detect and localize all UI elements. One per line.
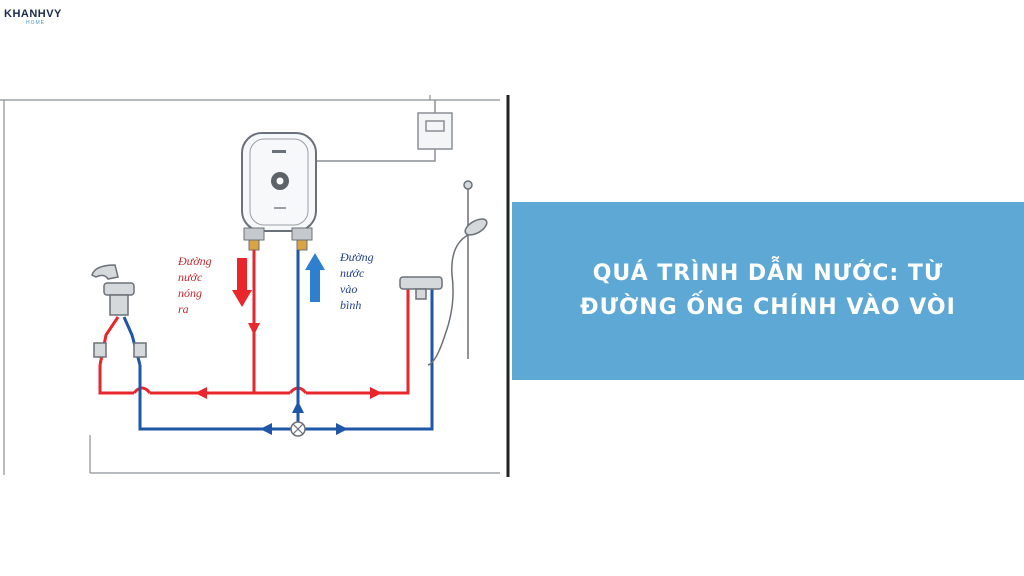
hot-water-label: Đường nước nóng ra	[177, 254, 212, 316]
cold-flow-arrow-icon	[305, 253, 325, 302]
cold-label-line-1: Đường	[339, 250, 374, 264]
hot-label-line-4: ra	[178, 302, 189, 316]
water-heater-icon	[241, 132, 317, 251]
cold-pipe-arrows-icon	[260, 401, 348, 435]
logo-subtitle: HOME	[26, 20, 45, 26]
shower-set-icon	[399, 180, 488, 366]
hot-flow-arrow-icon	[232, 258, 252, 307]
water-heater-diagram: Đường nước nóng ra Đường nước vào bình	[0, 95, 510, 477]
hot-label-line-1: Đường	[177, 254, 212, 268]
room-outline	[0, 95, 500, 475]
hot-label-line-3: nóng	[178, 286, 202, 300]
cold-water-pipe	[122, 250, 434, 431]
hot-label-line-2: nước	[178, 270, 203, 284]
main-valve-icon	[290, 421, 306, 437]
logo-name: KHANHVY	[4, 8, 62, 20]
cold-label-line-2: nước	[340, 266, 365, 280]
title-banner: QUÁ TRÌNH DẪN NƯỚC: TỪ ĐƯỜNG ỐNG CHÍNH V…	[512, 202, 1024, 380]
banner-title: QUÁ TRÌNH DẪN NƯỚC: TỪ ĐƯỜNG ỐNG CHÍNH V…	[580, 261, 956, 320]
cold-label-line-4: bình	[340, 298, 361, 312]
power-switch-icon	[314, 100, 453, 162]
hot-pipe-arrows-icon	[195, 323, 382, 399]
cold-water-label: Đường nước vào bình	[339, 250, 374, 312]
sink-faucet-icon	[91, 264, 147, 358]
brand-logo[interactable]: KHANHVY HOME	[4, 8, 62, 26]
cold-label-line-3: vào	[340, 282, 357, 296]
